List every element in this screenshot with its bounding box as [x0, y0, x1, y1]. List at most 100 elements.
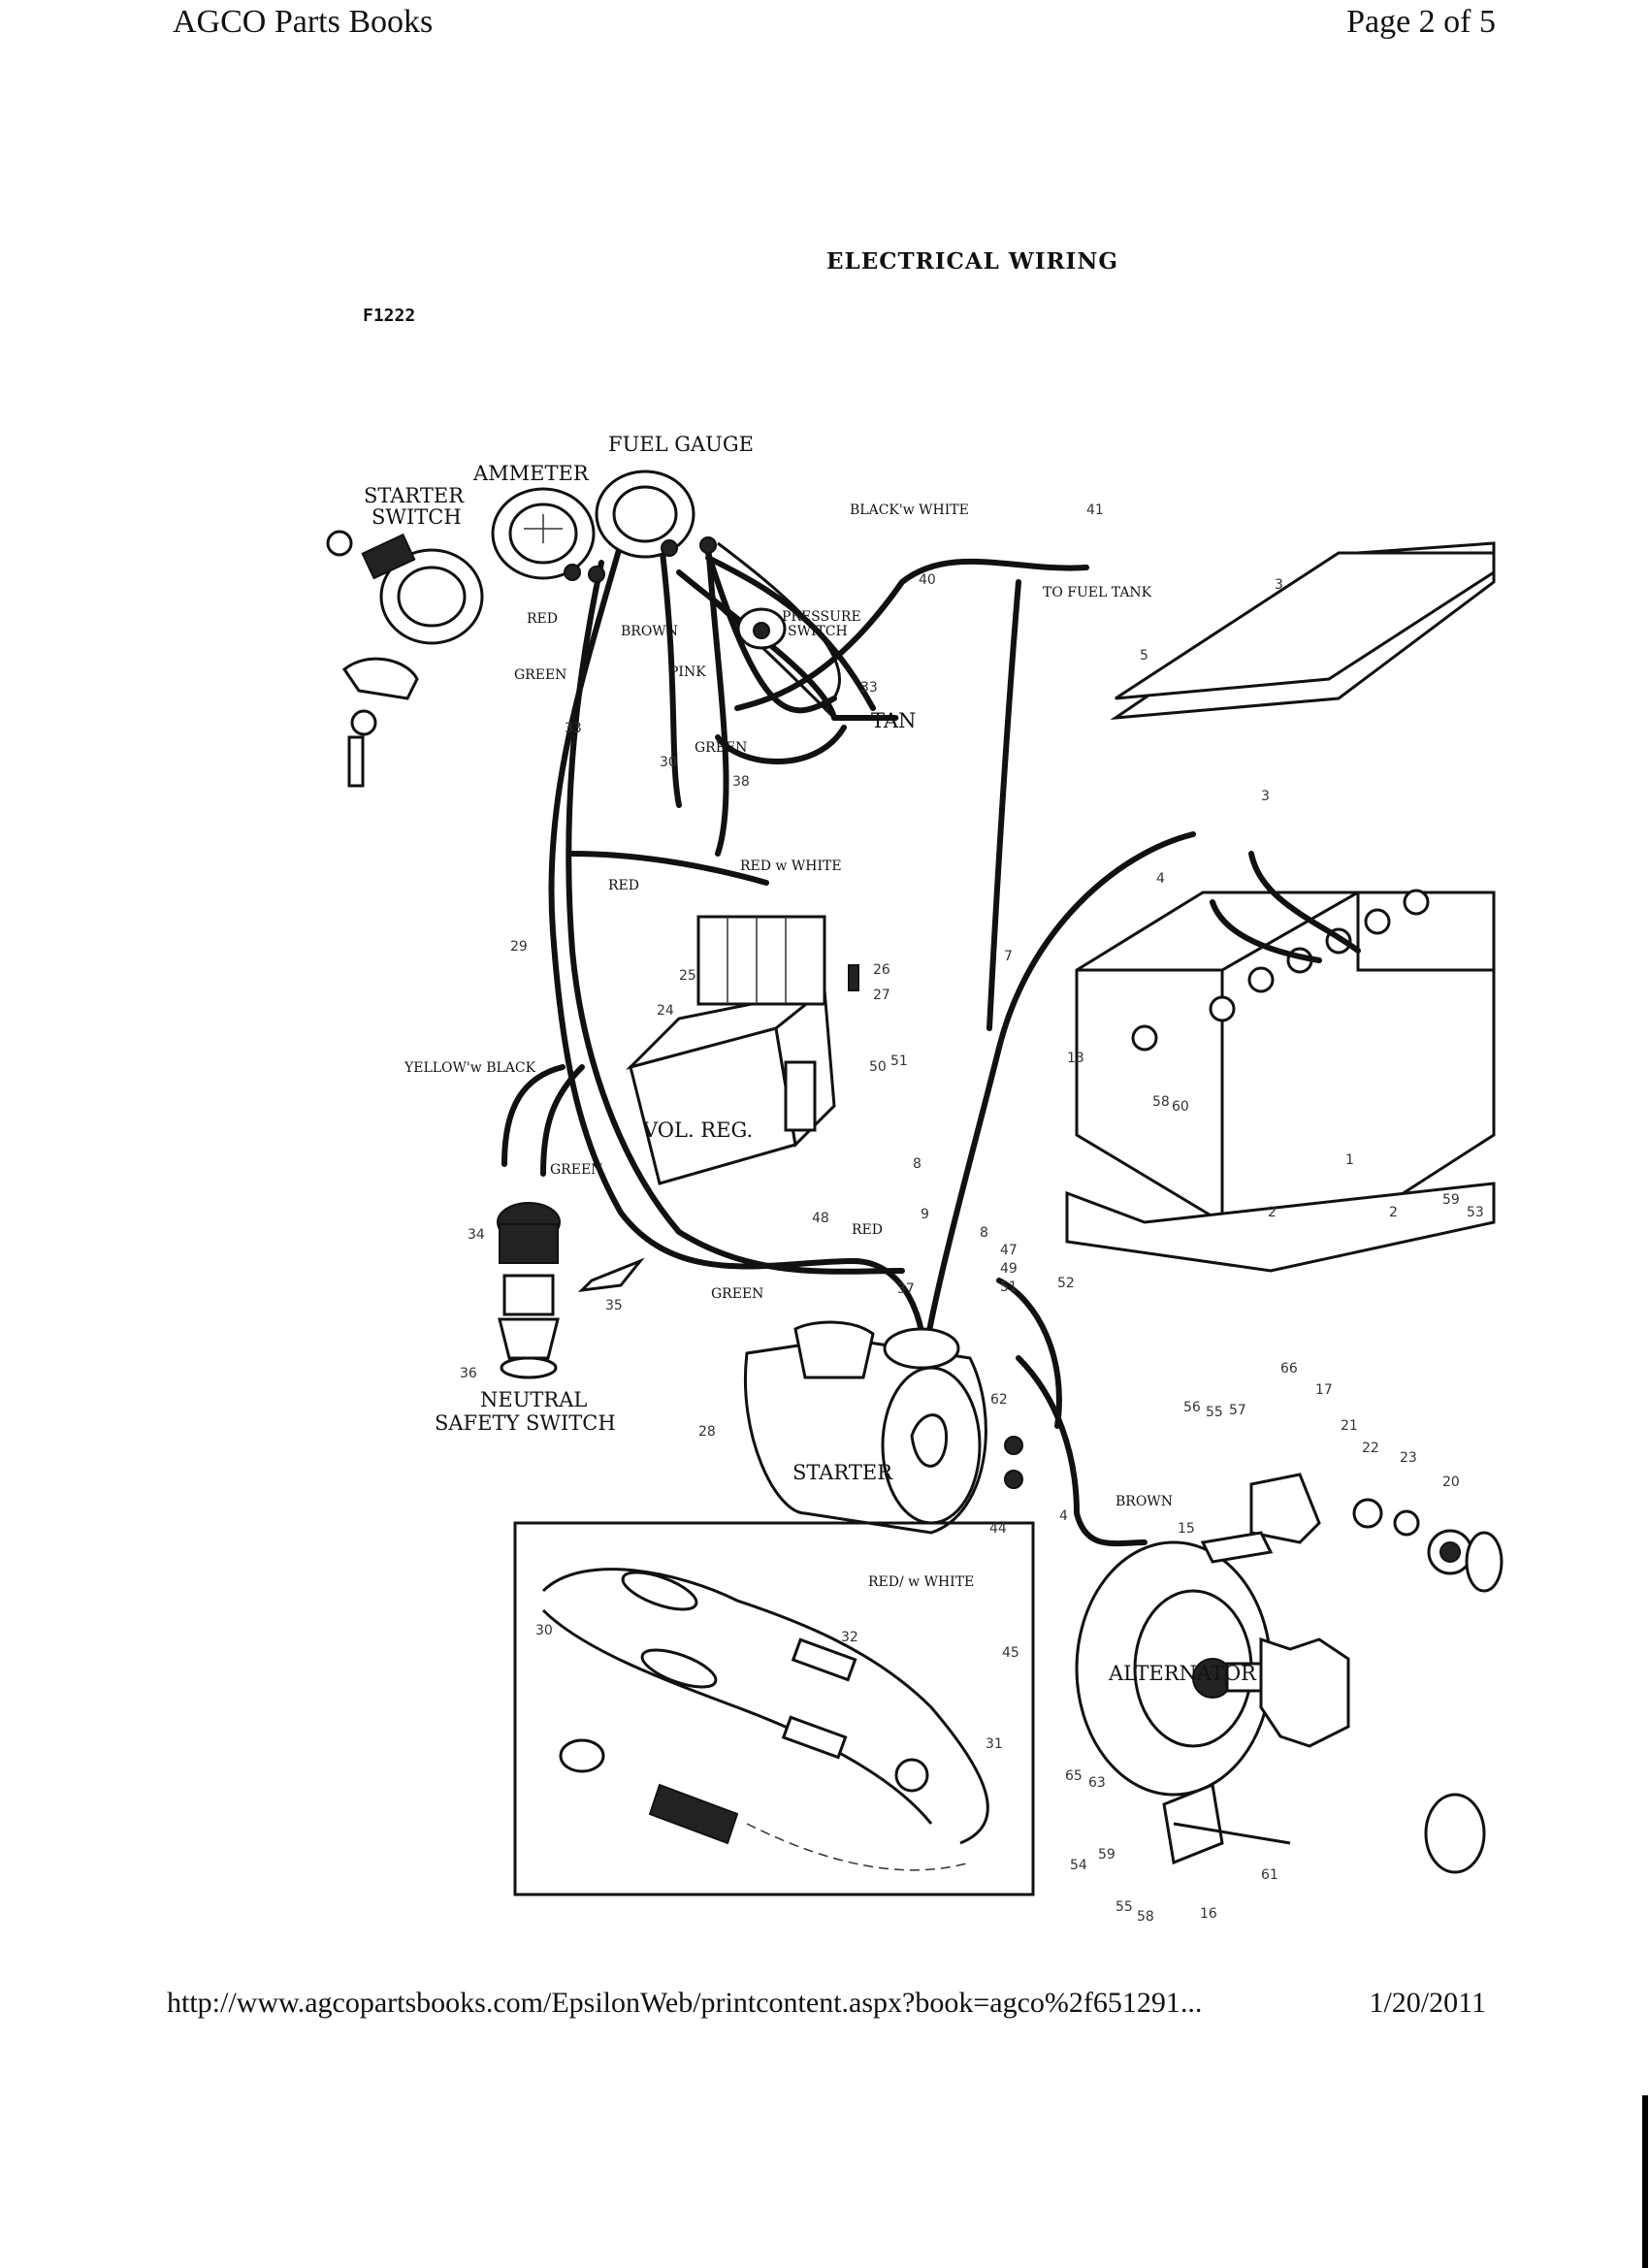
ammeter-part — [491, 487, 605, 583]
callout-number: 8 — [913, 1156, 922, 1172]
callout-number: 34 — [468, 1227, 485, 1243]
wire-labels: BLACK'w WHITE RED BROWN GREEN PINK TAN G… — [404, 502, 1173, 1590]
callout-number: 56 — [1183, 1400, 1201, 1415]
callout-number: 53 — [1467, 1205, 1484, 1220]
wire-label-green-low: GREEN — [550, 1162, 602, 1178]
battery-part — [1065, 541, 1496, 1273]
part-callouts: 41 40 3 5 33 33 30 38 3 4 29 25 26 27 24… — [460, 502, 1484, 1925]
callout-number: 33 — [860, 680, 878, 696]
voltage-regulator-part — [625, 987, 836, 1185]
callout-number: 4 — [1156, 871, 1165, 887]
callout-number: 51 — [890, 1053, 908, 1069]
callout-number: 32 — [841, 1630, 858, 1645]
callout-number: 55 — [1206, 1405, 1223, 1420]
label-starter-switch-1: STARTER — [364, 484, 465, 507]
wire-label-red-mid: RED — [608, 878, 639, 893]
wire-label-red-white-low: RED/ w WHITE — [868, 1574, 974, 1590]
connector-block-part — [696, 915, 859, 1006]
alternator-part — [1075, 1473, 1504, 1874]
callout-number: 41 — [1086, 502, 1104, 518]
callout-number: 33 — [565, 721, 582, 736]
footer-date: 1/20/2011 — [1369, 1987, 1486, 2019]
label-fuel-gauge: FUEL GAUGE — [608, 433, 754, 456]
starter-part — [744, 1320, 1023, 1535]
callout-number: 61 — [1261, 1867, 1278, 1883]
fuse-inset-panel — [513, 1521, 1035, 1896]
callout-number: 62 — [990, 1392, 1008, 1408]
callout-number: 40 — [919, 572, 936, 588]
starter-switch-part — [326, 530, 484, 788]
wire-label-black-white: BLACK'w WHITE — [850, 502, 969, 518]
callout-number: 52 — [1057, 1276, 1075, 1291]
fuel-gauge-part — [595, 470, 717, 559]
callout-number: 28 — [698, 1424, 716, 1440]
wiring-harness — [501, 526, 1196, 1547]
callout-number: 50 — [869, 1059, 887, 1075]
wire-label-green-top: GREEN — [514, 667, 566, 683]
callout-number: 20 — [1442, 1474, 1460, 1490]
header-site-name: AGCO Parts Books — [173, 4, 434, 40]
callout-number: 5 — [1140, 648, 1148, 664]
scan-edge-mark — [1642, 2095, 1648, 2268]
wire-label-green-mid: GREEN — [695, 740, 747, 756]
label-neutral-safety-switch-2: SAFETY SWITCH — [435, 1411, 616, 1435]
callout-number: 60 — [1172, 1099, 1189, 1115]
label-neutral-safety-switch-1: NEUTRAL — [480, 1388, 587, 1411]
neutral-safety-switch-part — [497, 1202, 645, 1379]
callout-number: 21 — [1341, 1418, 1358, 1434]
diagram-title: ELECTRICAL WIRING — [826, 248, 1118, 275]
callout-number: 3 — [1275, 577, 1283, 593]
callout-number: 27 — [873, 988, 890, 1003]
callout-number: 59 — [1442, 1192, 1460, 1208]
wire-label-pink: PINK — [669, 664, 706, 680]
label-alternator: ALTERNATOR — [1108, 1662, 1257, 1685]
callout-number: 3 — [1261, 789, 1270, 804]
callout-number: 36 — [460, 1366, 477, 1381]
pressure-switch-part — [736, 607, 787, 650]
callout-number: 16 — [1200, 1906, 1217, 1922]
callout-number: 63 — [1088, 1775, 1106, 1791]
label-starter: STARTER — [792, 1461, 893, 1484]
wire-label-green-starter: GREEN — [711, 1286, 763, 1302]
callout-number: 30 — [660, 755, 677, 770]
figure-id: F1222 — [363, 306, 416, 326]
callout-number: 29 — [510, 939, 528, 955]
wire-label-red-top: RED — [527, 611, 558, 627]
callout-number: 37 — [897, 1281, 915, 1297]
callout-number: 57 — [1229, 1403, 1246, 1418]
callout-number: 55 — [1116, 1899, 1133, 1915]
callout-number: 8 — [980, 1225, 988, 1241]
callout-number: 38 — [732, 774, 750, 790]
callout-number: 65 — [1065, 1768, 1083, 1784]
label-starter-switch-2: SWITCH — [372, 505, 462, 529]
callout-number: 58 — [1137, 1909, 1154, 1925]
callout-number: 25 — [679, 968, 696, 984]
label-to-fuel-tank: TO FUEL TANK — [1043, 585, 1152, 600]
callout-number: 2 — [1268, 1205, 1277, 1220]
label-pressure-switch-2: SWITCH — [788, 624, 848, 639]
callout-number: 24 — [657, 1003, 674, 1019]
callout-number: 9 — [921, 1207, 929, 1222]
callout-number: 17 — [1315, 1382, 1333, 1398]
label-pressure-switch-1: PRESSURE — [782, 609, 861, 625]
wire-label-yellow-black: YELLOW'w BLACK — [404, 1060, 536, 1076]
wire-label-red-white-mid: RED w WHITE — [740, 859, 842, 874]
callout-number: 54 — [1070, 1858, 1087, 1873]
wire-label-red-low: RED — [852, 1222, 883, 1238]
callout-number: 66 — [1280, 1361, 1298, 1377]
callout-number: 22 — [1362, 1441, 1379, 1456]
callout-number: 48 — [812, 1211, 829, 1226]
callout-number: 15 — [1178, 1521, 1195, 1537]
callout-number: 59 — [1098, 1847, 1116, 1863]
callout-number: 30 — [535, 1623, 553, 1638]
label-ammeter: AMMETER — [472, 462, 590, 485]
callout-number: 26 — [873, 962, 890, 978]
header-page-number: Page 2 of 5 — [1346, 4, 1496, 40]
callout-number: 47 — [1000, 1243, 1018, 1258]
callout-number: 35 — [605, 1298, 623, 1313]
callout-number: 4 — [1059, 1508, 1068, 1524]
callout-number: 1 — [1345, 1152, 1354, 1168]
callout-number: 7 — [1004, 949, 1013, 964]
callout-number: 13 — [1067, 1051, 1084, 1066]
